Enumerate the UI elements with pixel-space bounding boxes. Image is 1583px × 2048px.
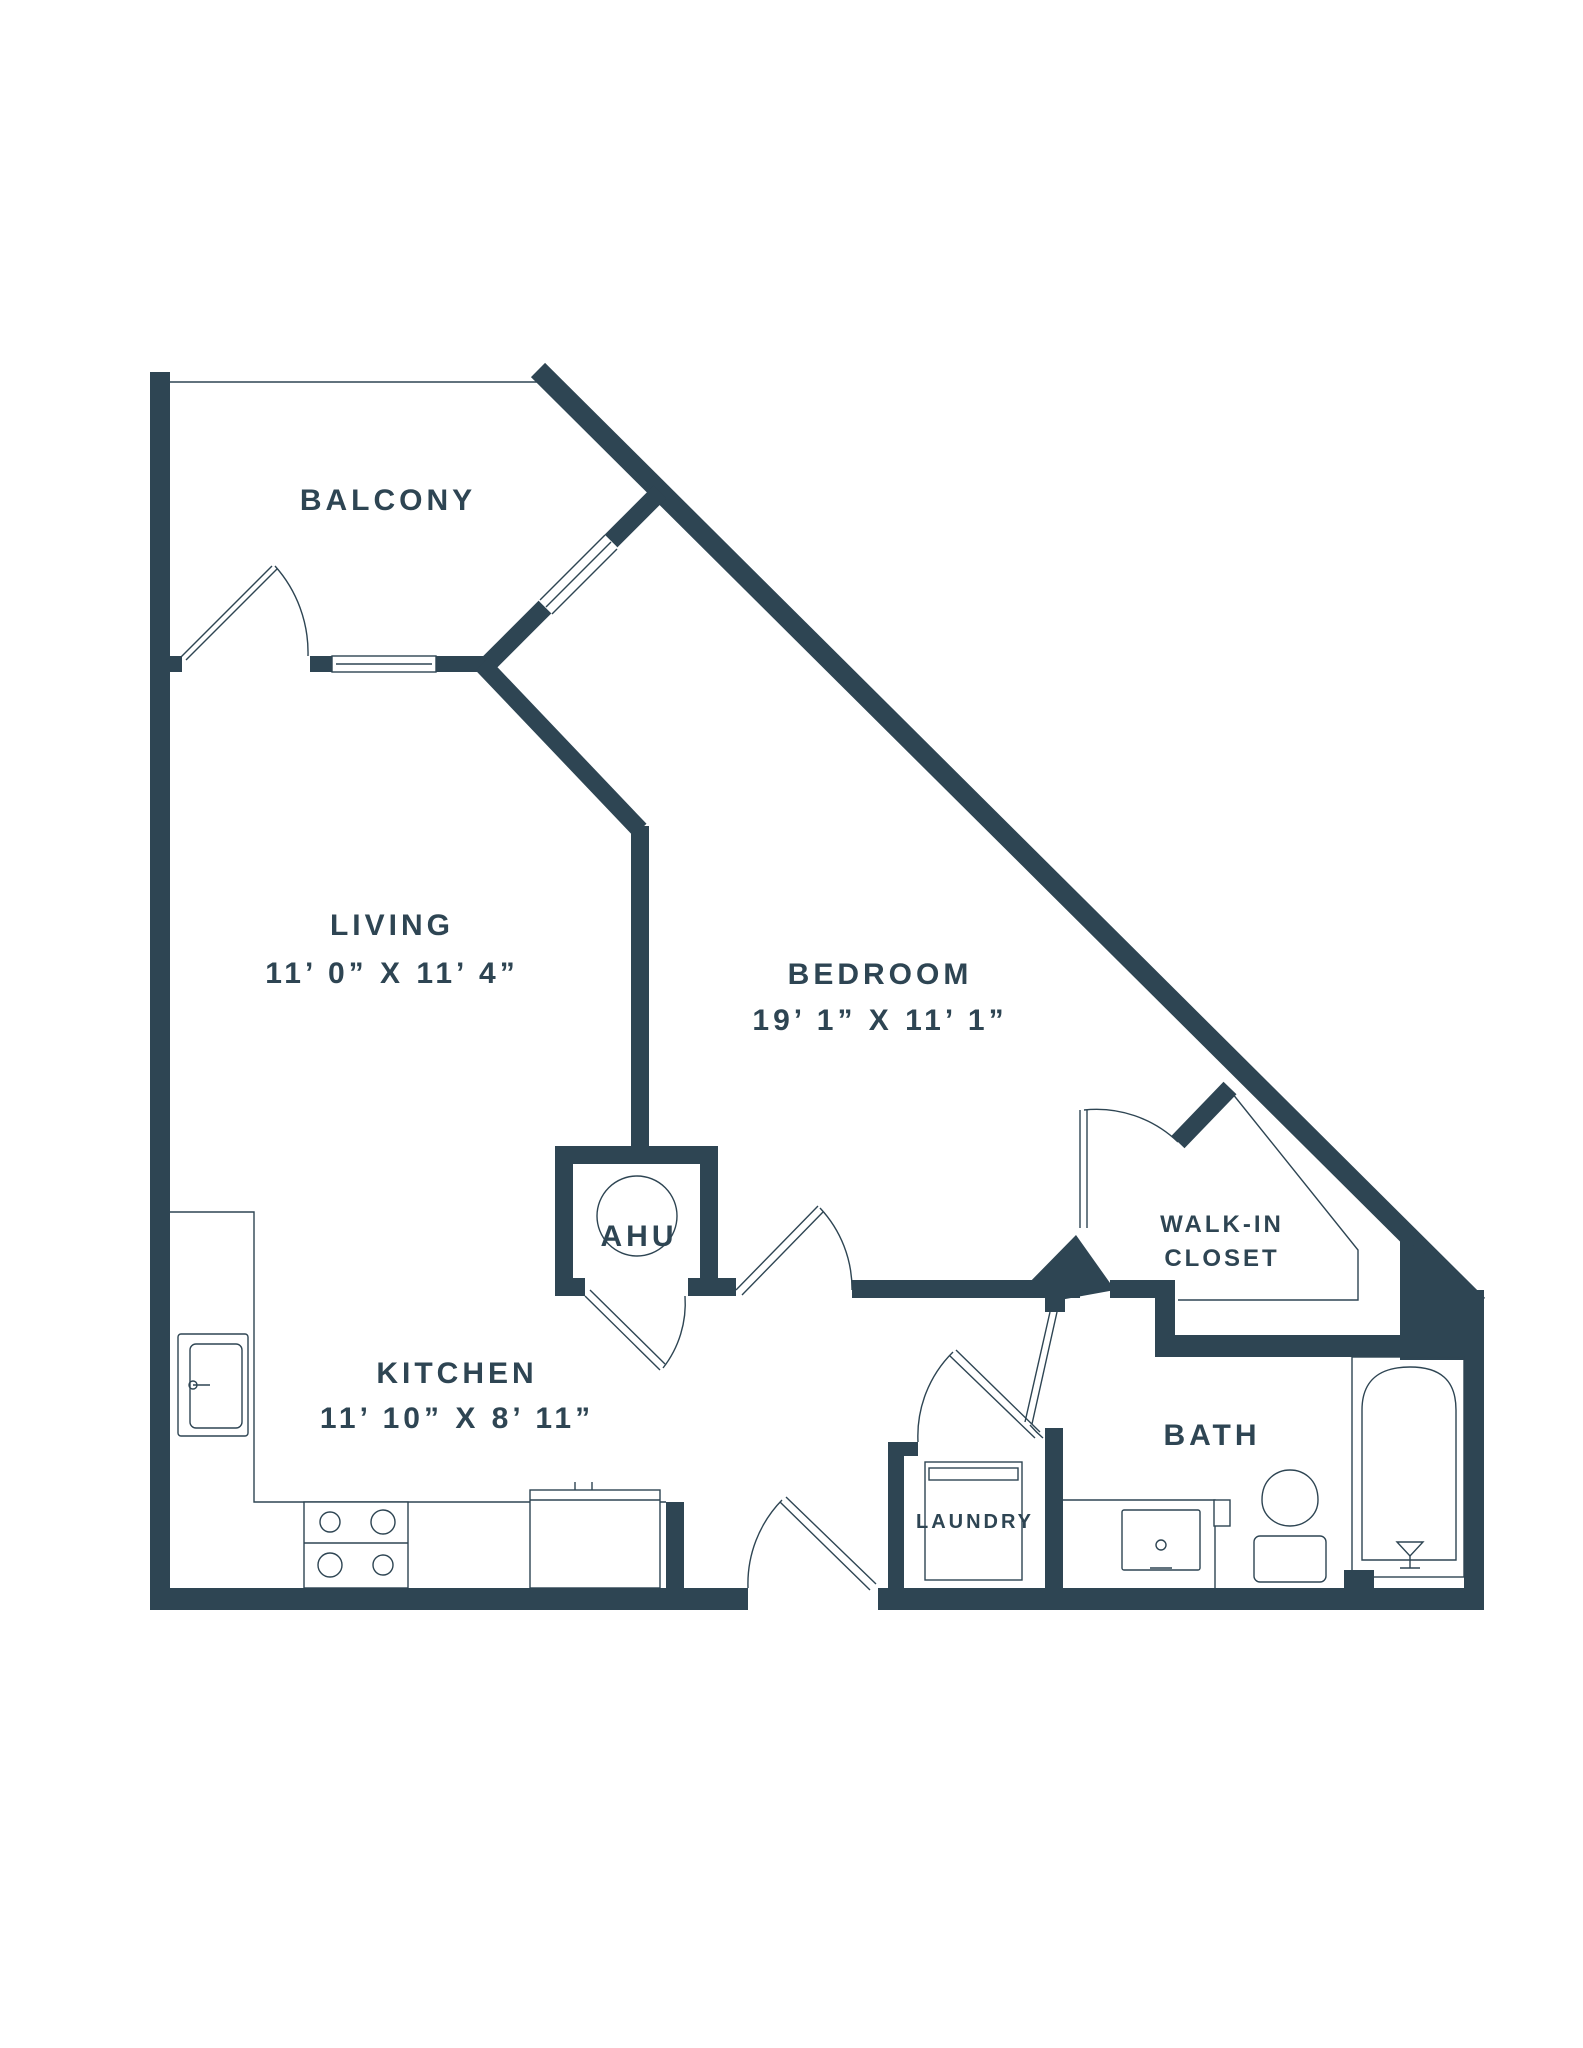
laundry-label: LAUNDRY xyxy=(916,1511,1034,1533)
living-size: 11’ 0” X 11’ 4” xyxy=(265,957,519,990)
ahu-label: AHU xyxy=(601,1220,678,1253)
exterior-walls xyxy=(150,362,1486,1610)
refrigerator-icon xyxy=(529,1482,661,1589)
doors xyxy=(179,565,1179,1591)
closet-label-line2: CLOSET xyxy=(1164,1245,1279,1272)
closet-label-line1: WALK-IN xyxy=(1160,1211,1284,1238)
bedroom-size: 19’ 1” X 11’ 1” xyxy=(752,1004,1007,1037)
living-label: LIVING xyxy=(330,909,454,942)
bedroom-label: BEDROOM xyxy=(788,958,973,991)
kitchen-size: 11’ 10” X 8’ 11” xyxy=(320,1402,594,1435)
bathtub-icon xyxy=(1351,1356,1465,1578)
toilet-icon xyxy=(1253,1469,1327,1583)
range-stove-icon xyxy=(303,1501,409,1589)
interior-walls xyxy=(170,485,1475,1600)
bath-fixtures xyxy=(1063,1356,1465,1588)
kitchen-label: KITCHEN xyxy=(376,1357,537,1390)
ahu-unit-icon xyxy=(596,1175,678,1257)
balcony-label: BALCONY xyxy=(300,484,476,517)
washer-dryer-icon xyxy=(924,1461,1023,1581)
closet-shelf xyxy=(1178,1087,1359,1301)
bath-label: BATH xyxy=(1163,1419,1260,1452)
kitchen-fixtures xyxy=(170,1211,666,1589)
kitchen-sink-icon xyxy=(177,1333,249,1437)
